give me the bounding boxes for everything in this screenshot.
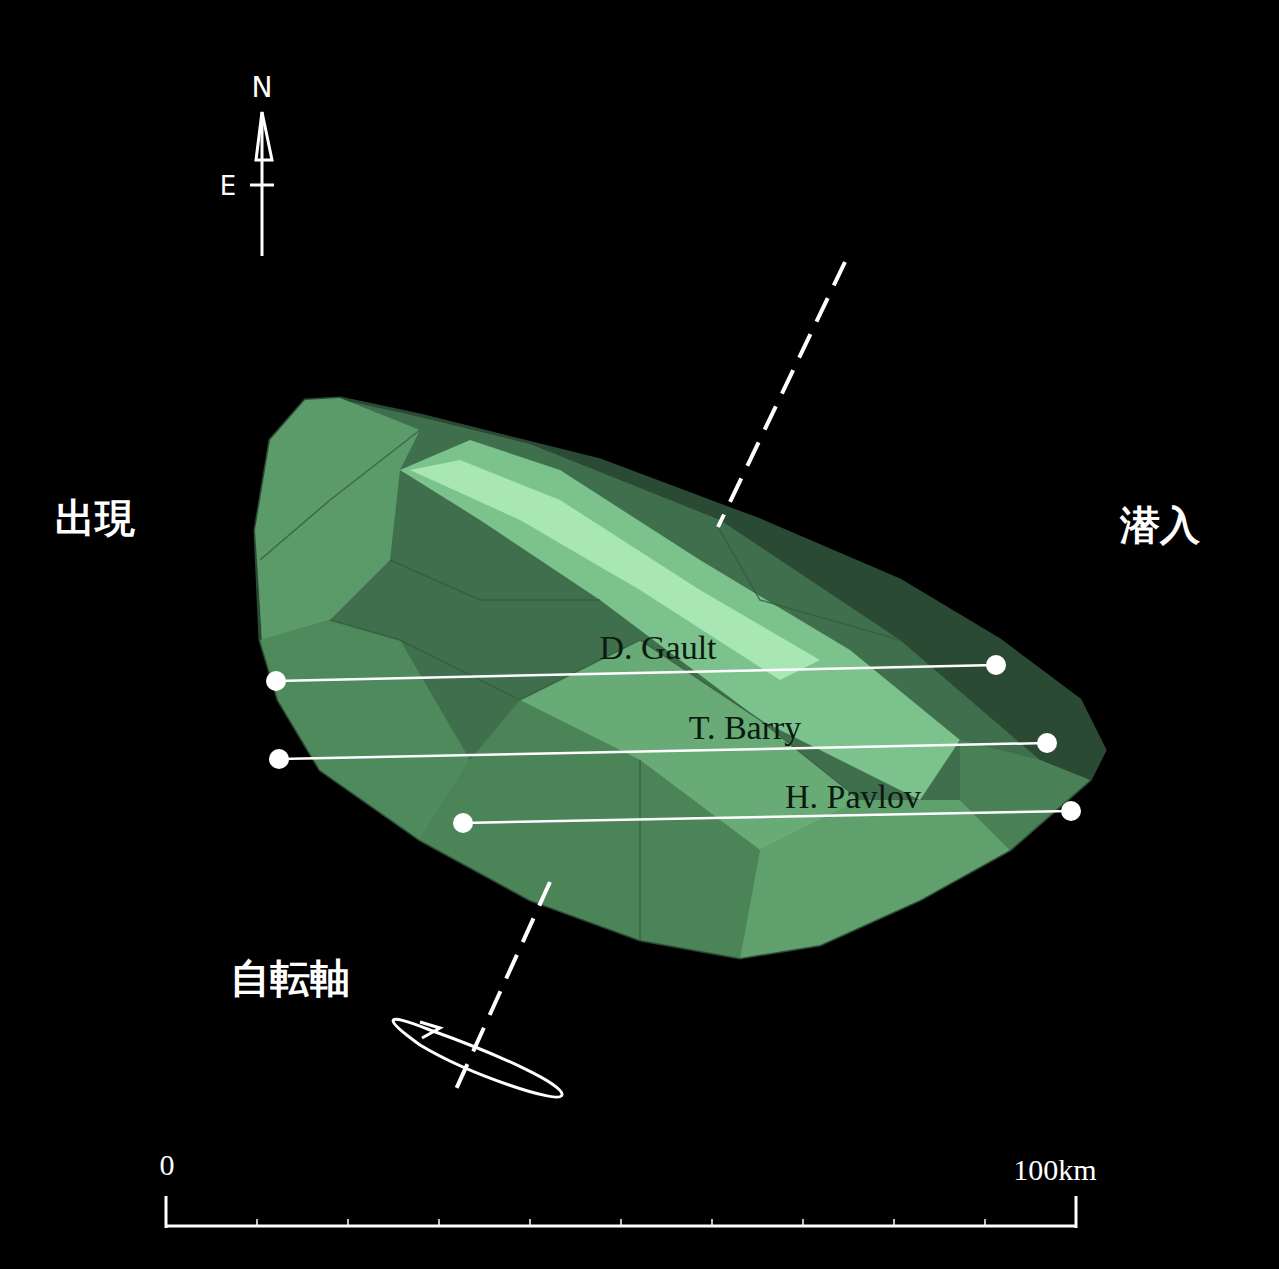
occultation-chords [266, 655, 1081, 833]
compass [250, 112, 274, 256]
observer-name: T. Barry [689, 711, 802, 745]
scale-value: 0 [160, 1150, 175, 1180]
compass-north: N [252, 74, 273, 102]
rotation-arrow [393, 1019, 562, 1097]
disappearance-side-label: 出現 [55, 498, 135, 538]
rotation-axis-label: 自転軸 [230, 958, 350, 998]
scale-value: 100km [1013, 1155, 1096, 1185]
observer-name: H. Pavlov [785, 780, 921, 814]
compass-east: E [220, 173, 236, 199]
reappearance-side-label: 潜入 [1120, 505, 1200, 545]
scale-bar [165, 1196, 1077, 1228]
asteroid-shape [255, 398, 1105, 958]
rotation-axis [452, 262, 845, 1098]
observer-name: D. Gault [599, 631, 716, 665]
